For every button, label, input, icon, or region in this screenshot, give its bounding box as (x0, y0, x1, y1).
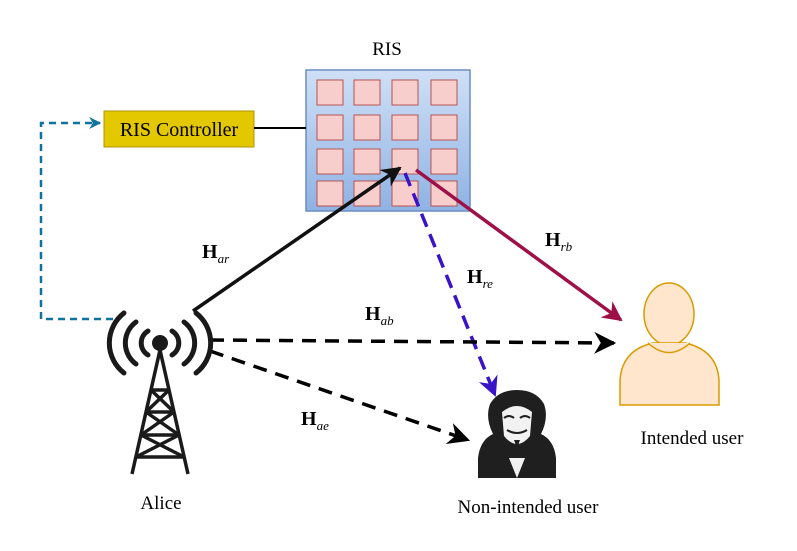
antenna-tower-icon (106, 310, 214, 475)
channel-label-ar: Har (202, 241, 230, 266)
ris-title: RIS (372, 39, 402, 60)
ris-element (430, 148, 458, 175)
ris-elements (316, 79, 458, 207)
channel-label-rb: Hrb (545, 229, 573, 254)
ris-element (391, 79, 419, 106)
intended-user-label: Intended user (641, 428, 745, 449)
eavesdropper-icon (478, 390, 556, 478)
ris-controller: RIS Controller (103, 110, 255, 148)
channel-ab-arrow (209, 331, 617, 354)
ris-element (316, 148, 344, 175)
ris-element (430, 114, 458, 141)
channel-label-re: Hre (467, 266, 493, 291)
channel-label-ae: Hae (301, 408, 329, 433)
ris-element (316, 180, 344, 207)
channel-re-arrow (403, 172, 498, 397)
alice-label: Alice (140, 493, 181, 514)
channel-rb-arrow (414, 168, 623, 322)
ris-element (316, 114, 344, 141)
channel-label-ab: Hab (365, 303, 394, 328)
ris-element (430, 79, 458, 106)
ris-element (391, 114, 419, 141)
ris-controller-label: RIS Controller (120, 119, 239, 141)
ris-element (353, 79, 381, 106)
intended-user-icon (619, 282, 720, 406)
ris-element (353, 114, 381, 141)
ris-element (353, 148, 381, 175)
channel-ar-arrow (192, 166, 402, 313)
ris-element (316, 79, 344, 106)
non-intended-user-label: Non-intended user (458, 497, 600, 518)
ris-panel (305, 69, 471, 212)
control-link (39, 117, 113, 321)
channel-ae-arrow (209, 349, 471, 444)
